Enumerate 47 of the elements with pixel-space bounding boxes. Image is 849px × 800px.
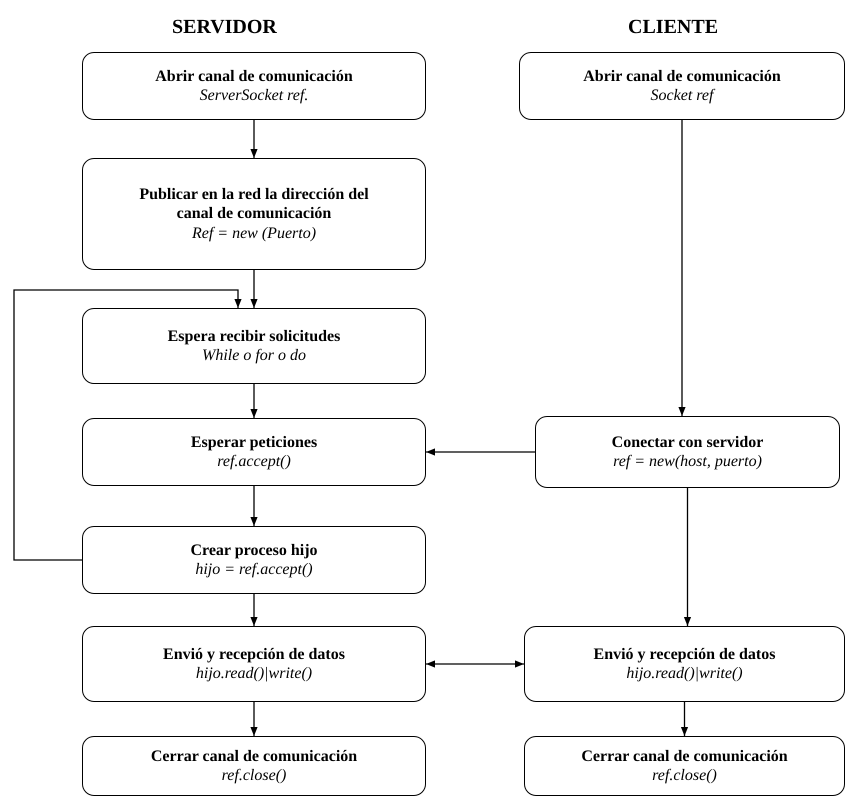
- arrow: [250, 384, 258, 418]
- process-box: [82, 418, 426, 486]
- arrow: [680, 702, 688, 736]
- code-text: hijo.read()|write(): [626, 664, 743, 684]
- arrow: [426, 660, 524, 668]
- step-title: Abrir canal de comunicación: [155, 66, 353, 86]
- process-box: [524, 736, 845, 796]
- code-text: Ref = new (Puerto): [192, 224, 316, 243]
- process-box: [82, 526, 426, 594]
- step-title: Crear proceso hijo: [190, 540, 318, 560]
- code-text: While o for o do: [202, 346, 306, 366]
- arrow: [250, 270, 258, 308]
- arrow: [250, 120, 258, 158]
- arrow: [250, 594, 258, 626]
- process-box: [82, 158, 426, 270]
- step-title: Espera recibir solicitudes: [168, 326, 340, 346]
- process-box: [535, 416, 840, 488]
- code-text: ServerSocket ref.: [200, 86, 308, 106]
- arrow: [426, 448, 535, 456]
- arrow: [250, 702, 258, 736]
- process-box: [524, 626, 845, 702]
- code-text: ref.close(): [652, 766, 717, 786]
- step-title: Conectar con servidor: [612, 432, 764, 452]
- arrow: [684, 488, 692, 626]
- arrow: [678, 120, 686, 416]
- step-title: Esperar peticiones: [190, 432, 318, 452]
- step-title: Envió y recepción de datos: [163, 644, 345, 664]
- column-heading: CLIENTE: [628, 15, 718, 40]
- process-box: [82, 626, 426, 702]
- arrow: [13, 289, 242, 561]
- code-text: hijo = ref.accept(): [195, 560, 313, 580]
- code-text: Socket ref: [650, 86, 714, 106]
- step-title: Publicar en la red la dirección del canal de comunicación: [138, 185, 370, 224]
- code-text: ref.close(): [222, 766, 286, 786]
- code-text: ref.accept(): [217, 452, 291, 472]
- column-heading: SERVIDOR: [172, 15, 277, 40]
- step-title: Cerrar canal de comunicación: [150, 746, 358, 766]
- code-text: ref = new(host, puerto): [613, 452, 762, 472]
- process-box: [519, 52, 845, 120]
- step-title: Envió y recepción de datos: [594, 644, 776, 664]
- process-box: [82, 736, 426, 796]
- code-text: hijo.read()|write(): [196, 664, 312, 684]
- step-title: Cerrar canal de comunicación: [581, 746, 788, 766]
- step-title: Abrir canal de comunicación: [583, 66, 781, 86]
- process-box: [82, 308, 426, 384]
- process-box: [82, 52, 426, 120]
- arrow: [250, 486, 258, 526]
